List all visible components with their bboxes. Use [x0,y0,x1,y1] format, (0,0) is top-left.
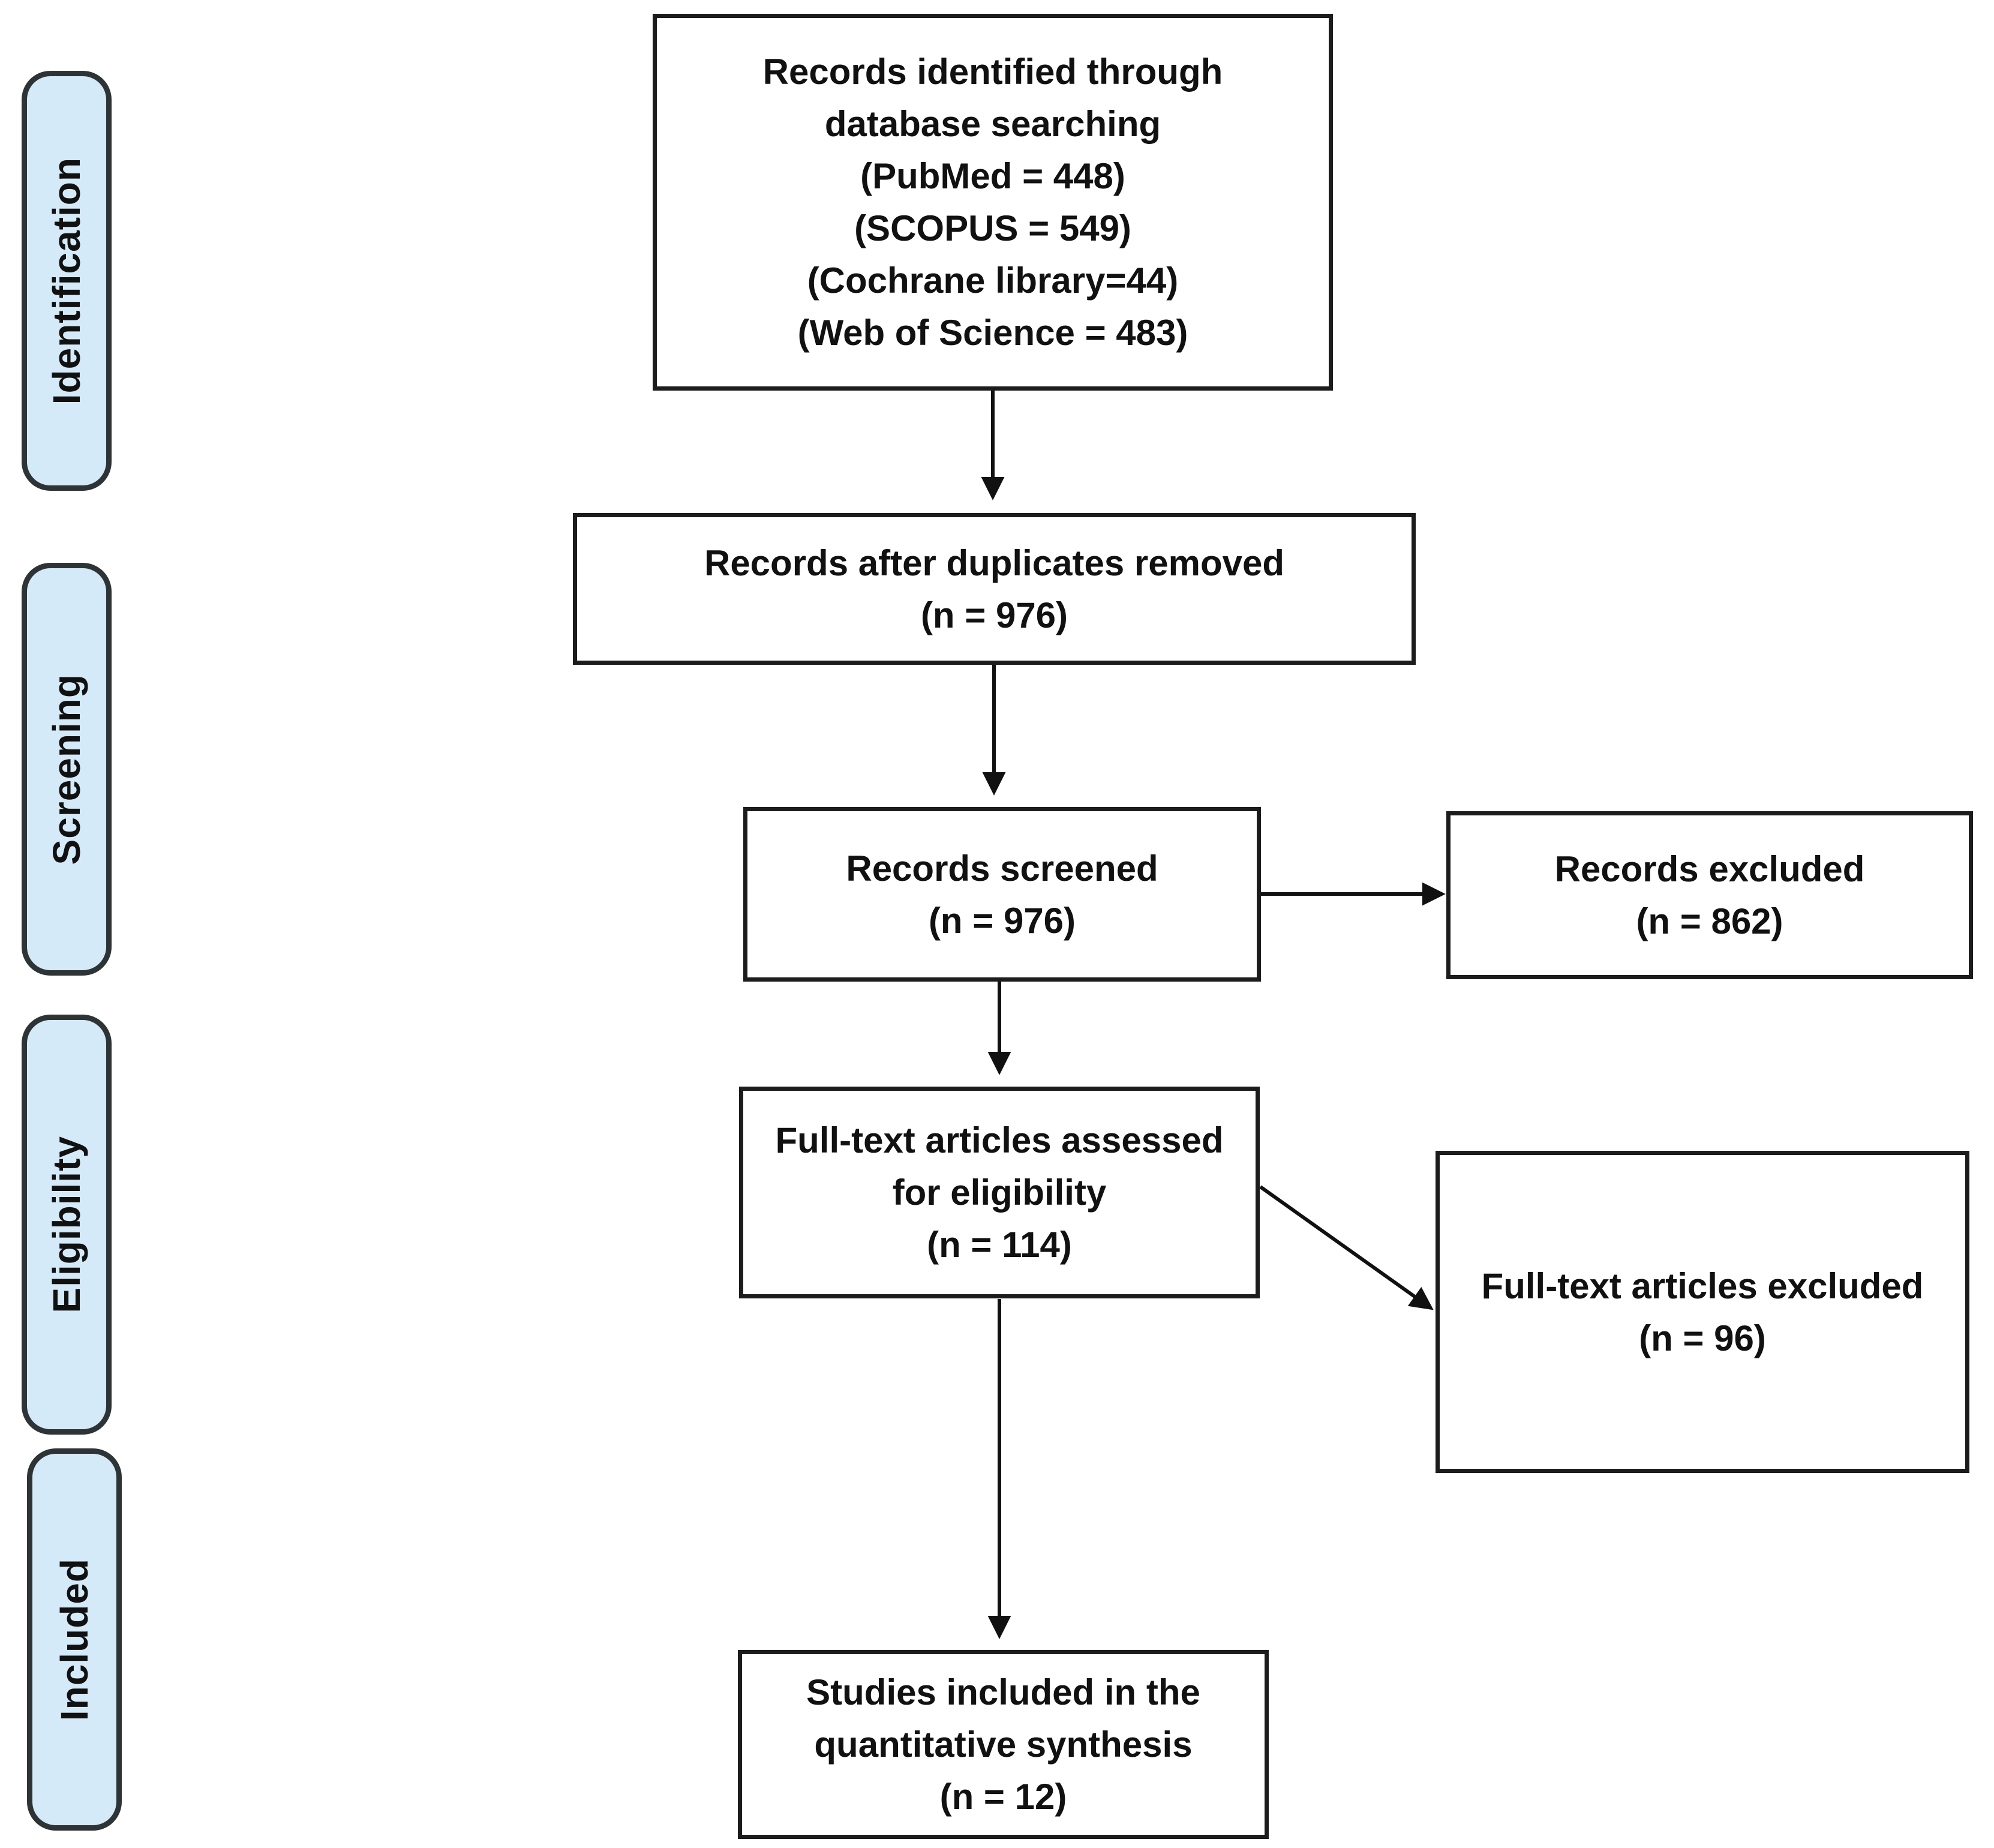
box-records-excluded: Records excluded (n = 862) [1446,811,1973,979]
box-records-excluded-line: (n = 862) [1636,901,1783,941]
box-records-identified-line: (Cochrane library=44) [807,260,1179,301]
box-fulltext-assessed-line: (n = 114) [927,1225,1072,1265]
stage-identification-label: Identification [45,157,88,405]
arrow-fulltext-to-fulltext-excluded [1259,1185,1434,1310]
box-fulltext-excluded: Full-text articles excluded (n = 96) [1436,1151,1969,1473]
box-fulltext-assessed-line: for eligibility [892,1172,1107,1213]
box-records-identified-line: (SCOPUS = 549) [854,208,1131,248]
box-records-after-duplicates: Records after duplicates removed (n = 97… [573,513,1416,665]
box-fulltext-excluded-line: Full-text articles excluded [1481,1265,1924,1306]
box-records-excluded-line: Records excluded [1554,849,1865,889]
box-records-after-duplicates-line: Records after duplicates removed [704,542,1284,583]
stage-eligibility: Eligibility [22,1015,112,1435]
box-records-screened: Records screened (n = 976) [743,807,1261,982]
box-fulltext-assessed-line: Full-text articles assessed [775,1120,1224,1160]
stage-included-label: Included [53,1558,96,1721]
stage-eligibility-label: Eligibility [45,1136,88,1313]
box-records-screened-line: (n = 976) [928,900,1076,941]
box-studies-included-line: quantitative synthesis [814,1724,1193,1765]
stage-identification: Identification [22,71,112,491]
box-records-after-duplicates-line: (n = 976) [920,595,1068,635]
box-records-identified: Records identified through database sear… [653,14,1333,391]
stage-screening-label: Screening [45,673,88,865]
stage-screening: Screening [22,563,112,976]
box-records-identified-line: Records identified through [762,52,1223,92]
box-fulltext-excluded-line: (n = 96) [1639,1318,1766,1358]
box-records-identified-line: (PubMed = 448) [860,156,1125,196]
box-fulltext-assessed: Full-text articles assessed for eligibil… [739,1087,1260,1298]
box-studies-included: Studies included in the quantitative syn… [738,1650,1269,1839]
box-records-identified-line: database searching [824,104,1161,144]
box-records-screened-line: Records screened [846,848,1158,889]
stage-included: Included [27,1448,122,1831]
box-studies-included-line: Studies included in the [806,1672,1200,1712]
box-studies-included-line: (n = 12) [939,1777,1067,1817]
box-records-identified-line: (Web of Science = 483) [797,313,1188,353]
